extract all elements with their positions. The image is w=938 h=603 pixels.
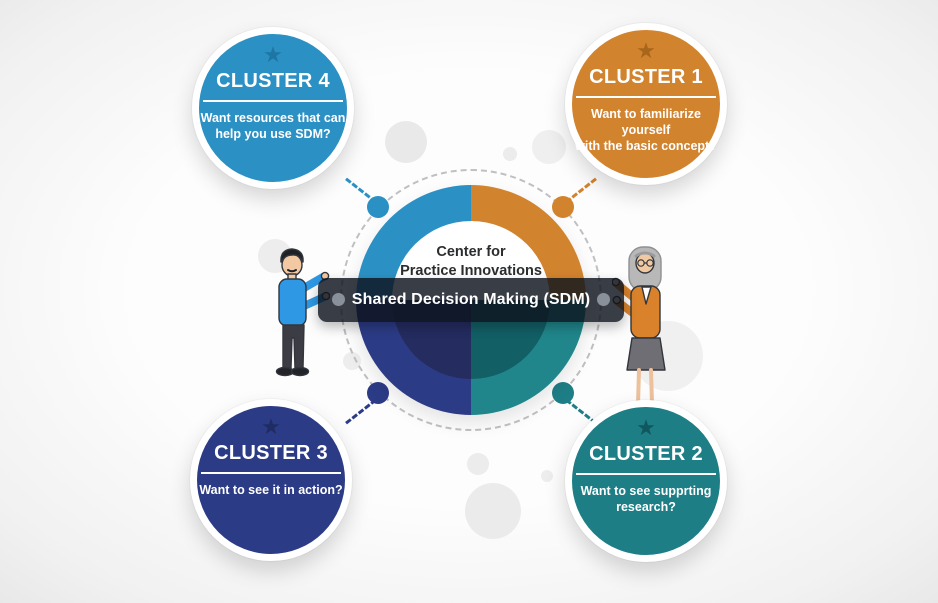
cluster-1-description: Want to familiarize yourself with the ba…	[575, 107, 717, 153]
node-dot-cluster-4	[367, 196, 389, 218]
star-icon: ★	[263, 42, 283, 67]
cluster-3-description: Want to see it in action?	[199, 483, 343, 497]
org-name-line1: Center for	[436, 244, 506, 260]
background-blob	[465, 483, 521, 539]
star-icon: ★	[636, 415, 656, 440]
banner-rivet-icon	[332, 293, 345, 306]
node-dot-cluster-3	[367, 382, 389, 404]
cluster-3-title: CLUSTER 3	[214, 442, 328, 464]
cluster-4-circle[interactable]: ★ CLUSTER 4 Want resources that can help…	[192, 27, 354, 189]
cluster-3-circle[interactable]: ★ CLUSTER 3 Want to see it in action?	[190, 399, 352, 561]
cluster-4-description: Want resources that can help you use SDM…	[200, 111, 346, 141]
background-blob	[467, 453, 489, 475]
cluster-divider	[576, 473, 716, 475]
man-illustration	[275, 248, 330, 377]
background-blob	[503, 147, 517, 161]
cluster-divider	[203, 100, 343, 102]
cluster-4-title: CLUSTER 4	[216, 70, 330, 92]
sdm-title-banner: Shared Decision Making (SDM)	[318, 278, 624, 322]
background-blob	[532, 130, 566, 164]
star-icon: ★	[636, 38, 656, 63]
woman-illustration	[612, 246, 666, 412]
background-blob	[541, 470, 553, 482]
cluster-divider	[576, 96, 716, 98]
background-blob	[385, 121, 427, 163]
cluster-2-circle[interactable]: ★ CLUSTER 2 Want to see supprting resear…	[565, 400, 727, 562]
cluster-1-title: CLUSTER 1	[589, 66, 703, 88]
cluster-1-circle[interactable]: ★ CLUSTER 1 Want to familiarize yourself…	[565, 23, 727, 185]
node-dot-cluster-1	[552, 196, 574, 218]
cluster-divider	[201, 472, 341, 474]
banner-label: Shared Decision Making (SDM)	[351, 291, 591, 308]
node-dot-cluster-2	[552, 382, 574, 404]
cluster-2-title: CLUSTER 2	[589, 443, 703, 465]
org-name: Center for Practice Innovations	[392, 243, 550, 281]
star-icon: ★	[261, 414, 281, 439]
cluster-2-description: Want to see supprting research?	[580, 484, 712, 514]
banner-rivet-icon	[597, 293, 610, 306]
org-name-line2: Practice Innovations	[400, 263, 542, 279]
